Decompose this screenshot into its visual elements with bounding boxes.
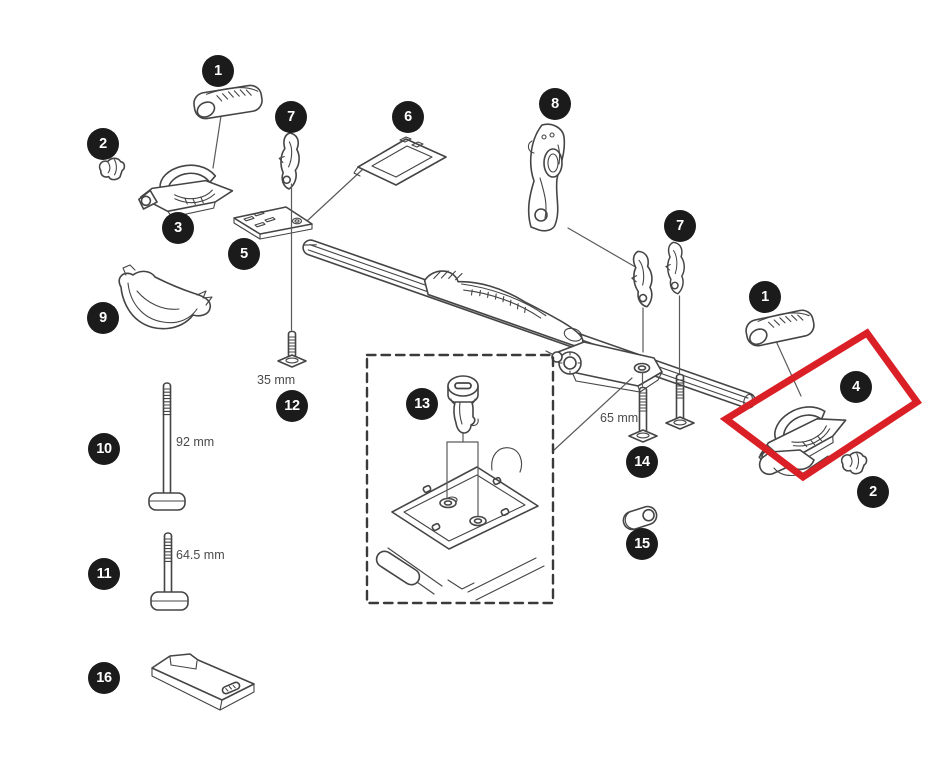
- pivot-head-assembly: [545, 341, 663, 393]
- part2-clip-right: [840, 450, 869, 476]
- callout-part1-top: 1: [202, 55, 234, 87]
- detail-box-content: [375, 375, 545, 601]
- callout-part10: 10: [88, 433, 120, 465]
- part6-frame-adapter: [353, 136, 447, 186]
- callout-part6: 6: [392, 101, 424, 133]
- part4-clamp-assembly-highlighted: [747, 393, 855, 477]
- measurement-part11: 64.5 mm: [176, 548, 225, 562]
- part9-saddle-hook: [118, 264, 213, 330]
- part1-pad-right: [743, 307, 817, 350]
- part2-clip-left: [97, 156, 127, 183]
- part7-lever-left: [276, 131, 302, 191]
- callout-part2-right: 2: [857, 476, 889, 508]
- measurement-part10: 92 mm: [176, 435, 215, 449]
- callout-part15: 15: [626, 528, 658, 560]
- callout-part5: 5: [228, 238, 260, 270]
- callout-part7-left: 7: [275, 101, 307, 133]
- lock-cylinder: [447, 375, 479, 443]
- callout-part2-left: 2: [87, 128, 119, 160]
- part3-clamp-assembly: [135, 161, 235, 221]
- part12-bolt-35mm: [277, 330, 307, 368]
- measurement-part12: 35 mm: [257, 373, 296, 387]
- bolt-leader-lines: [290, 183, 681, 387]
- part14-bolts-65mm: [628, 373, 695, 443]
- part8-torque-tower: [527, 123, 566, 232]
- part1-pad-top: [191, 82, 265, 122]
- red-highlight-box: [719, 328, 922, 482]
- callout-part8: 8: [539, 88, 571, 120]
- leader-lines: [212, 115, 802, 452]
- part15-barrel-nut: [622, 505, 658, 531]
- part7-lever-right-b: [664, 241, 686, 295]
- detail-dashed-box: [365, 353, 555, 605]
- part11-bolt-64mm: [150, 532, 189, 611]
- callout-part12: 12: [276, 390, 308, 422]
- callout-part7-right: 7: [664, 210, 696, 242]
- measurement-part14: 65 mm: [600, 411, 639, 425]
- callout-part3: 3: [162, 212, 194, 244]
- callout-part13: 13: [406, 388, 438, 420]
- callout-part9: 9: [87, 302, 119, 334]
- wheel-strap-housing: [423, 270, 584, 347]
- part16-adapter-block: [151, 653, 255, 711]
- callout-part14: 14: [626, 446, 658, 478]
- callout-part1-right: 1: [749, 281, 781, 313]
- callout-part4: 4: [840, 371, 872, 403]
- part7-lever-right-a: [628, 249, 656, 309]
- part5-base-plate: [233, 206, 313, 240]
- callout-part11: 11: [88, 558, 120, 590]
- callout-part16: 16: [88, 662, 120, 694]
- part10-bolt-92mm: [148, 382, 186, 511]
- wheel-tray-rail: [302, 239, 756, 409]
